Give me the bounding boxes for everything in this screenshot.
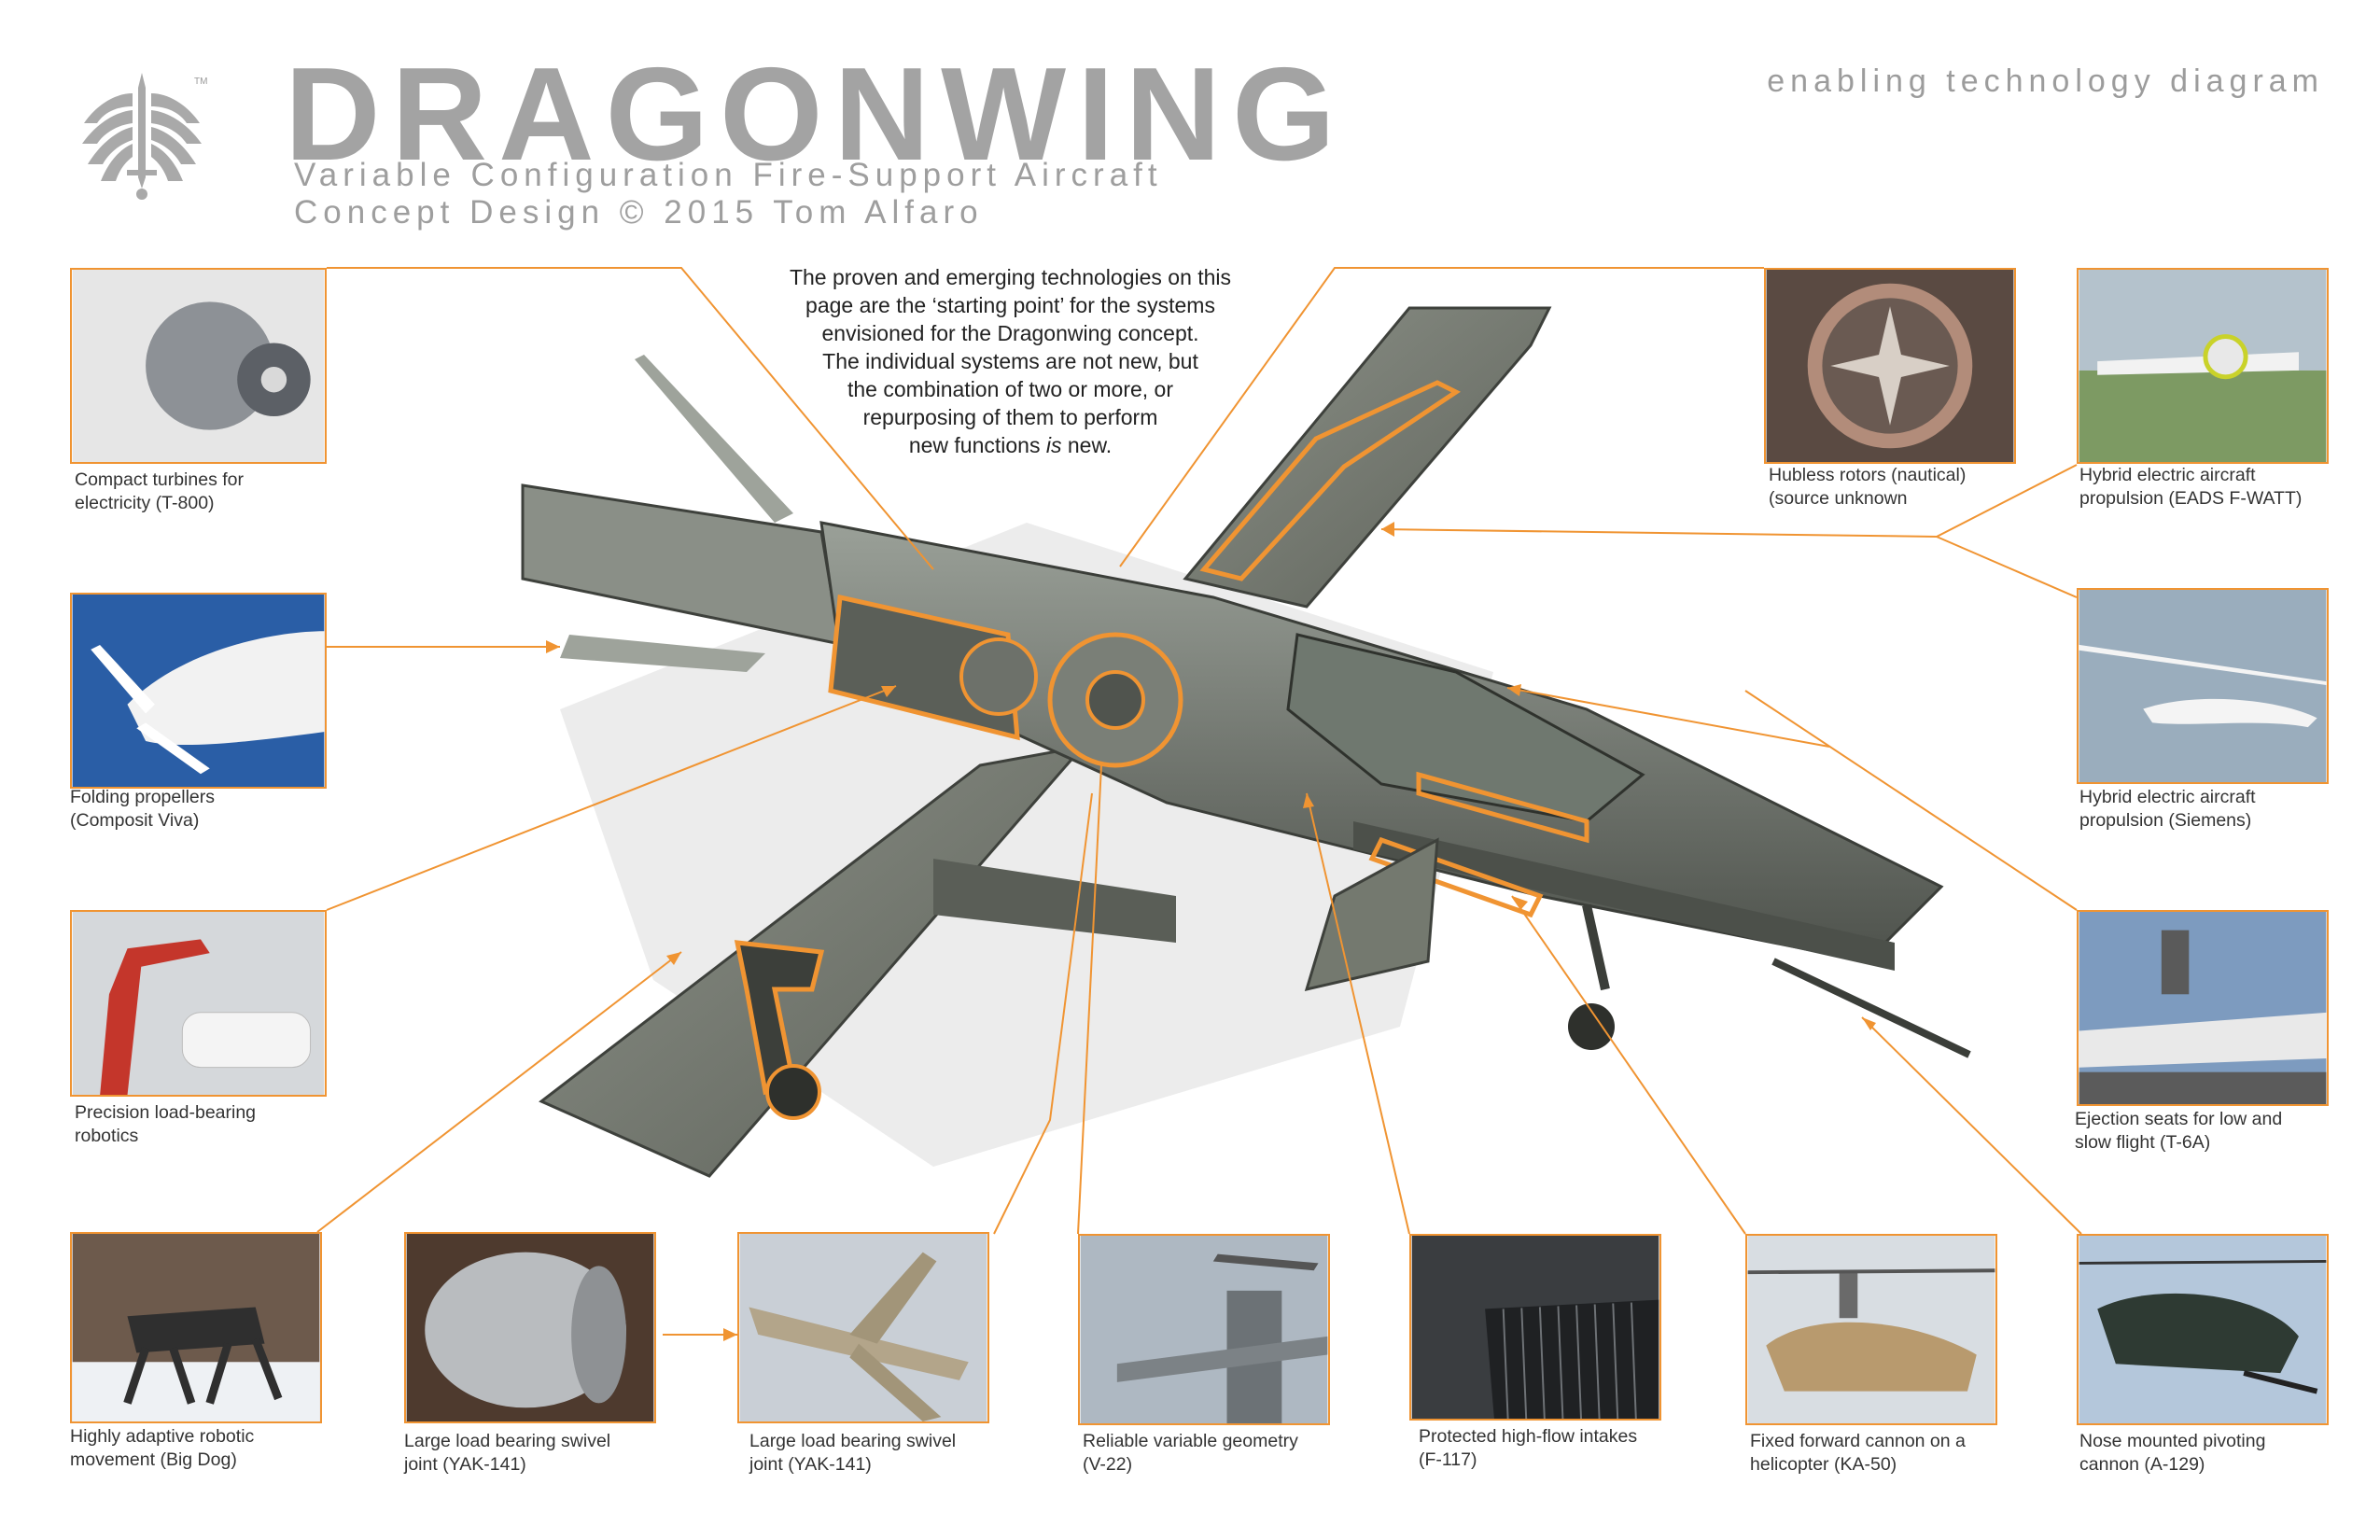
caption-line: Ejection seats for low and [2075,1109,2283,1129]
trademark-mark: TM [194,77,207,87]
caption-swivel2: Large load bearing swivel joint (YAK-141… [749,1430,956,1477]
caption-line: electricity (T-800) [75,493,215,513]
caption-folding: Folding propellers (Composit Viva) [70,786,215,833]
caption-line: Large load bearing swivel [749,1431,957,1451]
caption-hubless: Hubless rotors (nautical) (source unknow… [1769,464,1966,511]
helicopter-photo-icon [1745,1234,1997,1425]
caption-line: slow flight (T-6A) [2075,1132,2211,1153]
caption-ka50: Fixed forward cannon on a helicopter (KA… [1750,1430,1966,1477]
caption-siemens: Hybrid electric aircraft propulsion (Sie… [2079,786,2256,833]
caption-line: (V-22) [1083,1454,1133,1475]
caption-a129: Nose mounted pivoting cannon (A-129) [2079,1430,2265,1477]
hubless-rotor-photo-icon [1764,268,2016,464]
caption-line: Hubless rotors (nautical) [1769,465,1967,485]
caption-robotics: Precision load-bearing robotics [75,1101,256,1148]
caption-line: robotics [75,1126,139,1146]
subtitle: Variable Configuration Fire-Support Airc… [294,157,1163,193]
dragonwing-emblem-icon: TM [82,73,207,200]
turbine-photo-icon [70,268,327,464]
copyright-line: Concept Design © 2015 Tom Alfaro [294,194,984,231]
intake-grille-photo-icon [1409,1234,1661,1421]
glider-photo-icon [2077,588,2329,784]
caption-line: Highly adaptive robotic [70,1426,255,1447]
caption-line: joint (YAK-141) [749,1454,872,1475]
caption-fwatt: Hybrid electric aircraft propulsion (EAD… [2079,464,2302,511]
caption-line: propulsion (Siemens) [2079,810,2252,831]
caption-swivel1: Large load bearing swivel joint (YAK-141… [404,1430,610,1477]
caption-line: Precision load-bearing [75,1102,257,1123]
caption-line: cannon (A-129) [2079,1454,2205,1475]
caption-turbine: Compact turbines for electricity (T-800) [75,469,244,515]
tiltrotor-photo-icon [1078,1234,1330,1425]
caption-line: Reliable variable geometry [1083,1431,1298,1451]
swivel-joint-photo-icon [404,1232,656,1423]
caption-ejection: Ejection seats for low and slow flight (… [2075,1108,2282,1155]
arrowhead-icon [723,1328,737,1341]
electric-aircraft-photo-icon [2077,268,2329,464]
diagram-label: enabling technology diagram [1767,63,2324,99]
caption-line: Protected high-flow intakes [1419,1426,1638,1447]
gunship-photo-icon [2077,1234,2329,1425]
caption-line: Hybrid electric aircraft [2079,787,2256,807]
caption-line: (Composit Viva) [70,810,200,831]
caption-line: Nose mounted pivoting [2079,1431,2266,1451]
caption-f117: Protected high-flow intakes (F-117) [1419,1425,1637,1472]
caption-line: propulsion (EADS F-WATT) [2079,488,2303,509]
jet-photo-icon [737,1232,989,1423]
caption-line: joint (YAK-141) [404,1454,526,1475]
robot-arm-photo-icon [70,910,327,1097]
page-title: DRAGONWING [285,40,1347,189]
caption-line: Large load bearing swivel [404,1431,611,1451]
caption-line: Folding propellers [70,787,216,807]
caption-line: Compact turbines for [75,469,244,490]
folding-propeller-photo-icon [70,593,327,789]
robot-dog-photo-icon [70,1232,322,1423]
caption-line: Fixed forward cannon on a [1750,1431,1966,1451]
caption-v22: Reliable variable geometry (V-22) [1083,1430,1298,1477]
caption-line: (source unknown [1769,488,1908,509]
caption-line: helicopter (KA-50) [1750,1454,1897,1475]
caption-line: Hybrid electric aircraft [2079,465,2256,485]
caption-line: movement (Big Dog) [70,1449,237,1470]
caption-line: (F-117) [1419,1449,1477,1470]
ejection-seat-photo-icon [2077,910,2329,1106]
caption-bigdog: Highly adaptive robotic movement (Big Do… [70,1425,254,1472]
